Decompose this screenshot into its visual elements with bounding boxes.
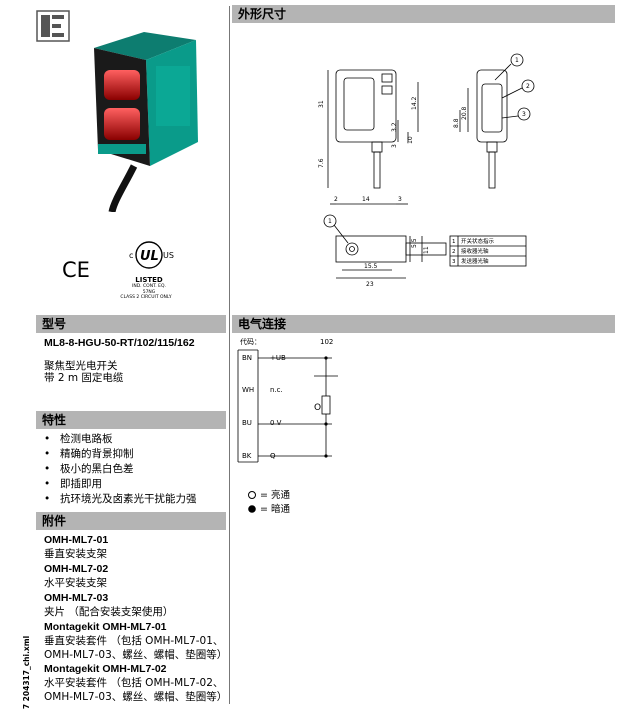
signal-label: 0 V xyxy=(270,419,282,427)
legend-text: 接收器光轴 xyxy=(461,247,489,255)
callout-number: 3 xyxy=(522,111,526,118)
model-header: 型号 xyxy=(36,315,226,333)
pictogram-icon xyxy=(36,10,70,42)
accessory-desc: 夹片 （配合安装支架使用） xyxy=(44,606,174,618)
svg-text:UL: UL xyxy=(140,249,159,264)
wiring-diagram: 代码： 102 BN +UB WH n.c. BU 0 V BK Q O xyxy=(237,337,338,463)
dim-label: 3 xyxy=(398,196,402,203)
svg-text:CE: CE xyxy=(62,258,90,280)
accessory-desc: OMH-ML7-03、螺丝、螺帽、垫圈等） xyxy=(44,691,228,703)
dim-label: 11 xyxy=(423,246,430,254)
callout-number: 1 xyxy=(515,57,519,64)
dim-label: 23 xyxy=(366,281,374,288)
ul-line3: CLASS 2 CIRCUIT ONLY xyxy=(120,295,172,300)
legend-num: 3 xyxy=(452,259,456,265)
ul-logo-icon: UL c US xyxy=(129,241,174,269)
accessory-item: Montagekit OMH-ML7-02 水平安装套件 （包括 OMH-ML7… xyxy=(44,662,227,704)
feature-item: 极小的黑白色差 xyxy=(44,462,197,477)
switch-symbol: O xyxy=(314,403,321,413)
part-number: ML8-8-HGU-50-RT/102/115/162 xyxy=(44,337,195,349)
column-divider xyxy=(229,6,230,704)
dimensions-header: 外形尺寸 xyxy=(232,5,615,23)
legend-text: 开关状态指示 xyxy=(461,237,495,245)
accessory-name: Montagekit OMH-ML7-02 xyxy=(44,663,167,675)
features-list: 检测电路板 精确的背景抑制 极小的黑白色差 即插即用 抗环境光及卤素光干扰能力强 xyxy=(44,432,197,507)
dim-label: 7.6 xyxy=(318,158,325,168)
legend-dark-label: = 暗通 xyxy=(260,504,290,515)
dim-label: 20.8 xyxy=(461,106,468,120)
dark-on-circle-icon xyxy=(248,505,256,513)
feature-item: 精确的背景抑制 xyxy=(44,447,197,462)
dim-label: 3 xyxy=(391,144,398,148)
dim-label: 14 xyxy=(362,196,370,203)
dim-label: 15.5 xyxy=(364,263,378,270)
feature-item: 抗环境光及卤素光干扰能力强 xyxy=(44,492,197,507)
accessory-name: OMH-ML7-03 xyxy=(44,592,109,604)
wire-label: BN xyxy=(242,354,252,362)
ul-line1: IND. CONT. EQ. xyxy=(132,284,166,289)
dim-label: 5.5 xyxy=(411,238,418,248)
svg-text:c: c xyxy=(129,251,133,260)
callout-number: 2 xyxy=(526,83,530,90)
accessory-item: OMH-ML7-03 夹片 （配合安装支架使用） xyxy=(44,591,173,619)
wire-label: WH xyxy=(242,386,254,394)
model-desc-line2: 带 2 m 固定电缆 xyxy=(44,372,124,384)
wire-label: BK xyxy=(242,452,252,460)
accessory-item: OMH-ML7-01 垂直安装支架 xyxy=(44,533,108,561)
accessory-name: OMH-ML7-01 xyxy=(44,534,109,546)
callout-number: 1 xyxy=(328,218,332,225)
dim-label: 3.2 xyxy=(391,122,398,132)
legend-num: 2 xyxy=(452,249,456,255)
signal-label: n.c. xyxy=(270,386,283,394)
accessory-name: OMH-ML7-02 xyxy=(44,563,109,575)
dim-label: 14.2 xyxy=(411,96,418,110)
accessory-desc: 垂直安装套件 （包括 OMH-ML7-01、 xyxy=(44,635,224,647)
dimension-drawing: 31 14.2 7.6 3.2 3 10 2 14 3 20.8 8.8 5.5… xyxy=(318,53,535,288)
legend-num: 1 xyxy=(452,239,456,245)
ul-listed-label: LISTED xyxy=(135,276,163,284)
wire-label: BU xyxy=(242,419,252,427)
accessory-desc: OMH-ML7-03、螺丝、螺帽、垫圈等） xyxy=(44,649,228,661)
product-photo xyxy=(94,32,198,212)
electrical-header: 电气连接 xyxy=(232,315,615,333)
ce-mark-icon: CE xyxy=(62,258,90,280)
legend-light-label: = 亮通 xyxy=(260,490,290,501)
accessory-item: Montagekit OMH-ML7-01 垂直安装套件 （包括 OMH-ML7… xyxy=(44,620,227,662)
features-header: 特性 xyxy=(36,411,226,429)
accessory-desc: 垂直安装支架 xyxy=(44,548,107,560)
accessory-item: OMH-ML7-02 水平安装支架 xyxy=(44,562,108,590)
legend-text: 发送器光轴 xyxy=(461,257,489,265)
side-document-code: 7 204317_chi.xml xyxy=(22,635,32,709)
feature-item: 检测电路板 xyxy=(44,432,197,447)
dim-label: 8.8 xyxy=(453,118,460,128)
accessories-header: 附件 xyxy=(36,512,226,530)
light-on-circle-icon xyxy=(248,491,256,499)
code-value: 102 xyxy=(320,338,333,346)
accessory-desc: 水平安装支架 xyxy=(44,577,107,589)
dim-label: 31 xyxy=(318,100,325,108)
ul-listed-mark: UL c US LISTED IND. CONT. EQ. 57NG CLASS… xyxy=(118,240,180,300)
accessory-desc: 水平安装套件 （包括 OMH-ML7-02、 xyxy=(44,677,224,689)
svg-text:US: US xyxy=(163,251,174,260)
dim-label: 10 xyxy=(407,136,414,144)
code-label: 代码： xyxy=(240,337,261,346)
model-desc-line1: 聚焦型光电开关 xyxy=(44,360,118,372)
feature-item: 即插即用 xyxy=(44,477,197,492)
accessory-name: Montagekit OMH-ML7-01 xyxy=(44,621,167,633)
dim-label: 2 xyxy=(334,196,338,203)
ul-line2: 57NG xyxy=(142,289,156,295)
